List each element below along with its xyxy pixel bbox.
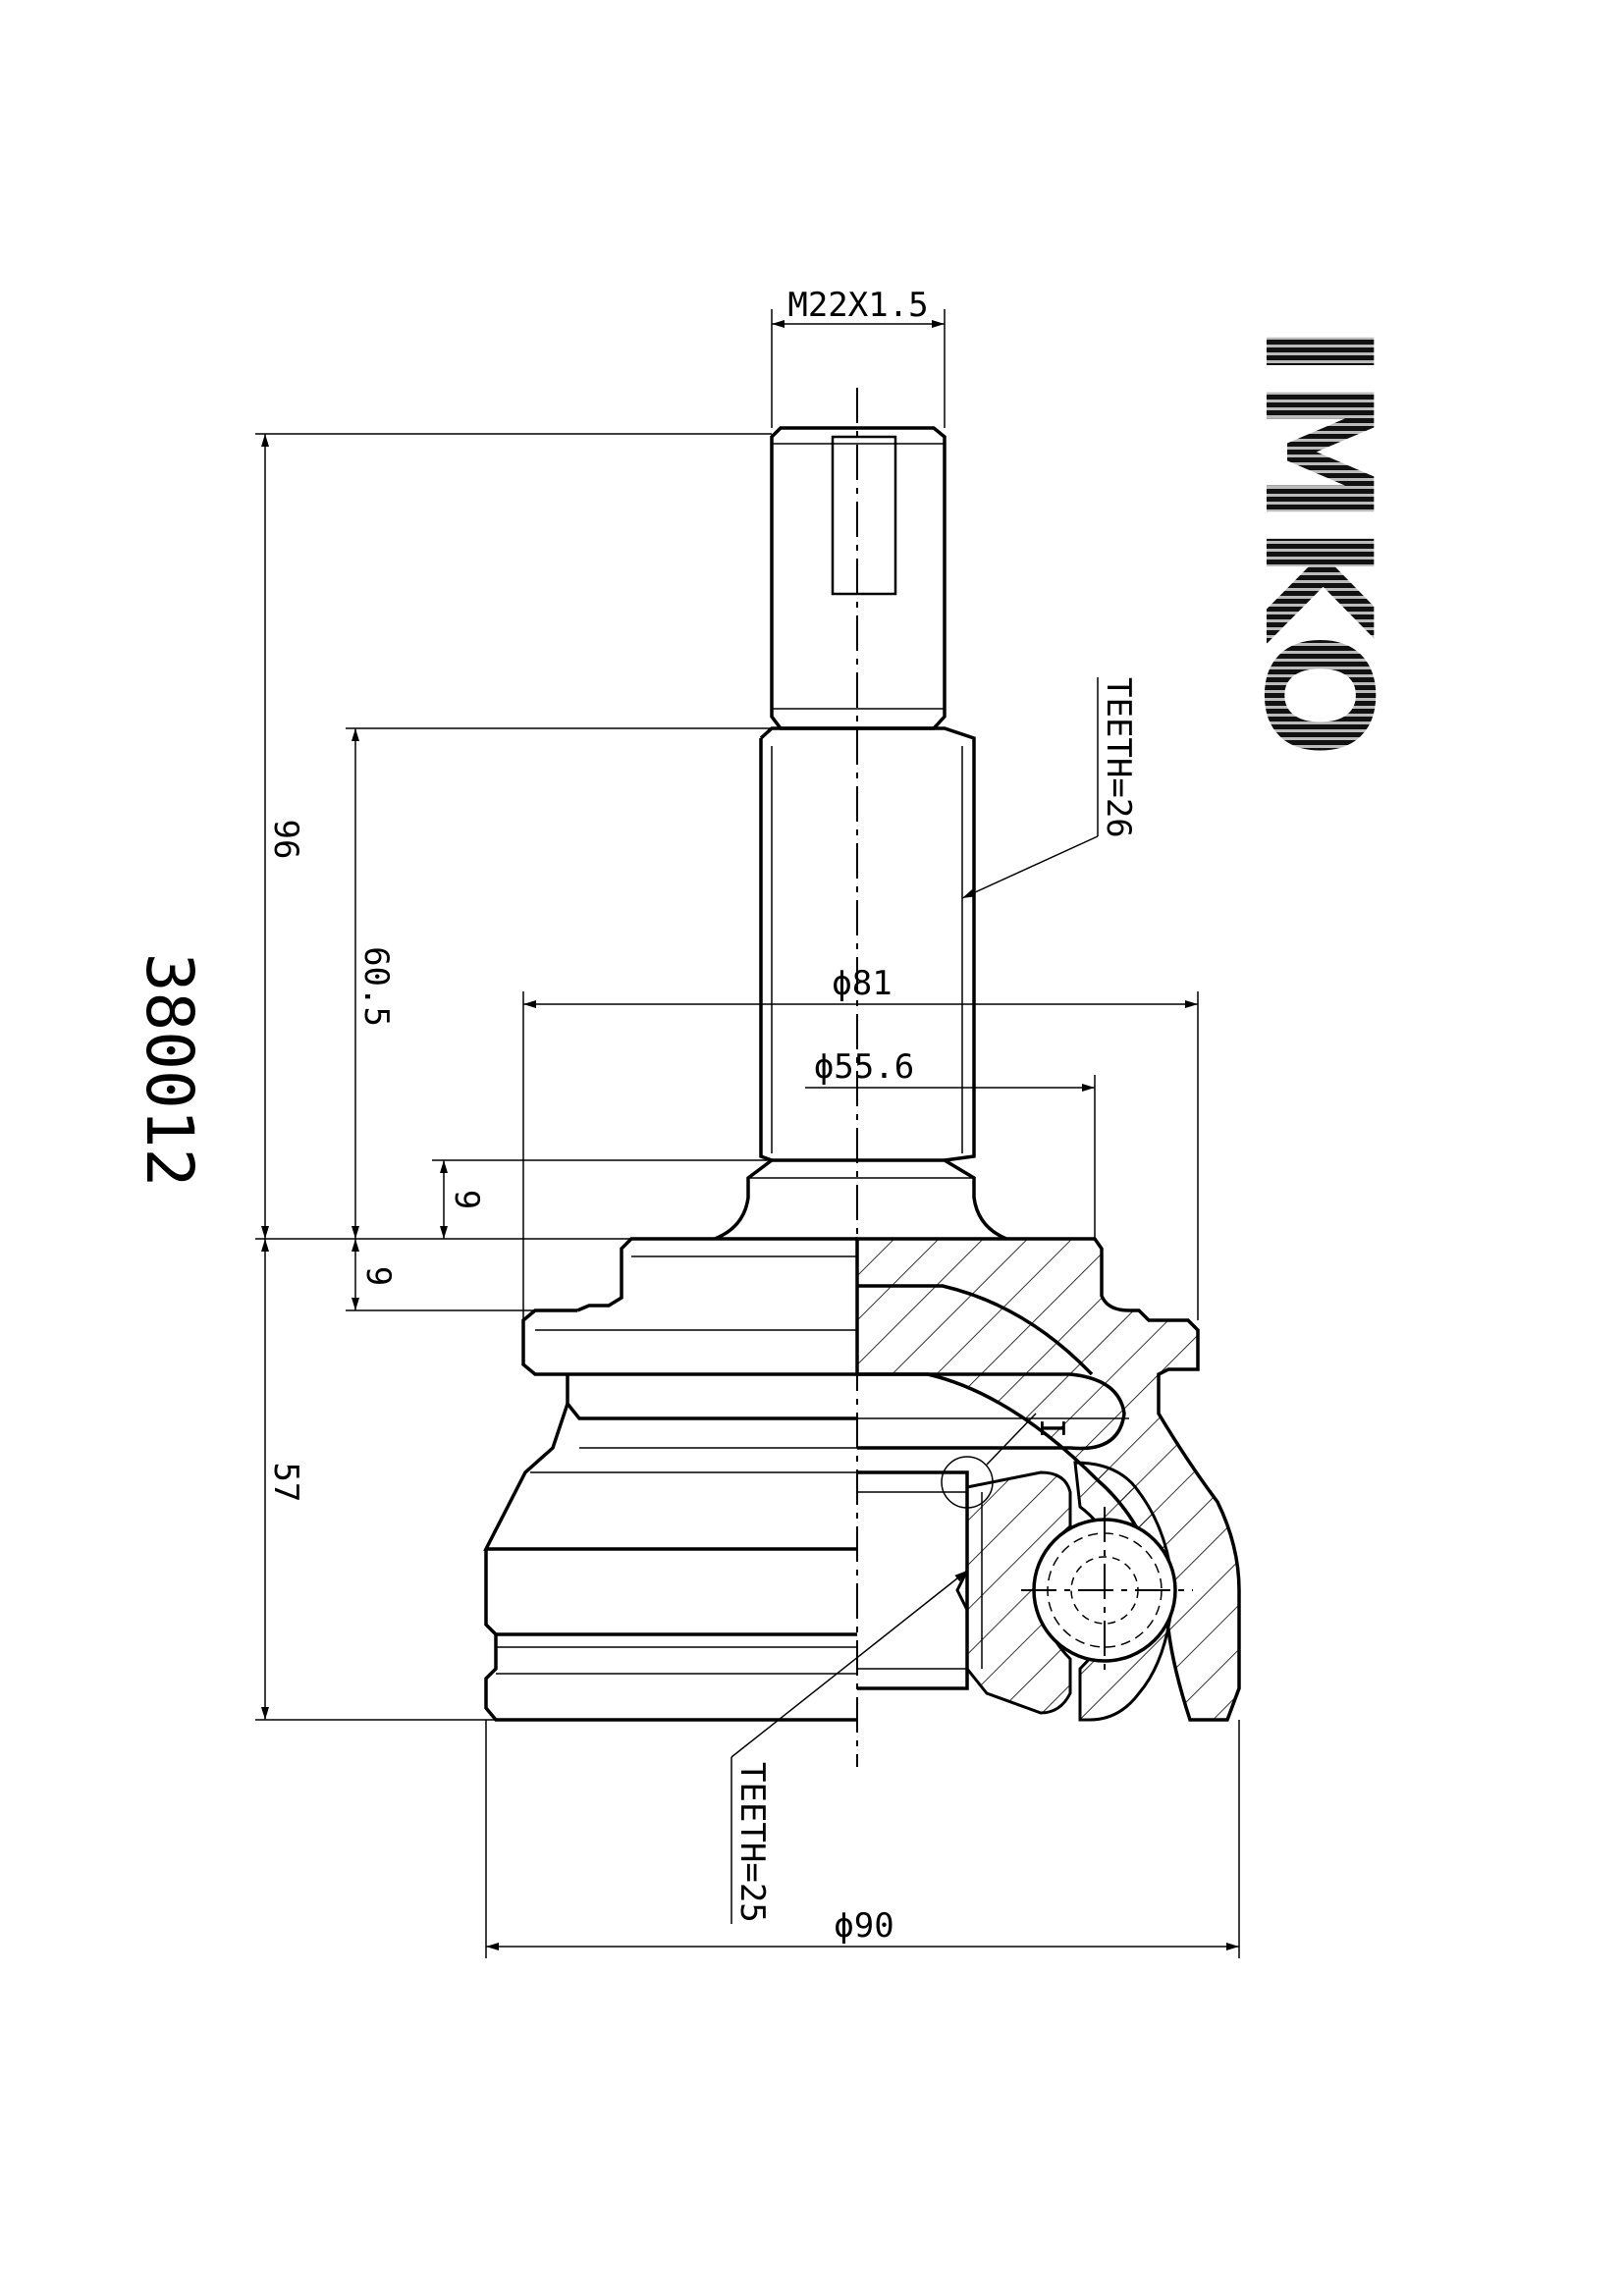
- callout-outer-spline-label: TEETH=26: [1099, 677, 1138, 838]
- detail-mark-label: I: [1032, 1418, 1071, 1438]
- dim-body-length-label: 57: [266, 1463, 305, 1503]
- dim-outer-diameter-label: ϕ90: [834, 1906, 893, 1946]
- dim-outer-diameter: ϕ90: [485, 1720, 1240, 1958]
- steel-ball: [1021, 1507, 1193, 1674]
- splined-shaft: [714, 726, 1007, 1241]
- dim-flange-diameter-label: ϕ81: [832, 964, 892, 1003]
- dim-overall-length-label: 96: [266, 820, 305, 860]
- dim-shaft-length-label: 60.5: [356, 946, 396, 1027]
- dim-thread: M22X1.5: [771, 286, 946, 428]
- dim-thread-label: M22X1.5: [787, 286, 928, 325]
- part-number: 380012: [132, 953, 207, 1187]
- dim-shaft-length: 60.5: [346, 727, 772, 1239]
- brand-logo-text: IMKO: [1231, 324, 1402, 758]
- dim-collar-lower: 9: [346, 1239, 577, 1311]
- brand-logo: IMKO: [1231, 324, 1402, 758]
- dim-collar-upper-label: 9: [447, 1190, 486, 1209]
- callout-outer-spline: TEETH=26: [961, 677, 1138, 899]
- detail-marker: I: [941, 1413, 1071, 1509]
- threaded-stub: [770, 426, 947, 730]
- dim-flange-diameter: ϕ81: [522, 964, 1199, 1320]
- dim-seal-diameter-label: ϕ55.6: [814, 1047, 914, 1087]
- bell-housing-section: [855, 1237, 1241, 1722]
- callout-inner-spline-label: TEETH=25: [732, 1762, 772, 1923]
- callout-inner-spline: TEETH=25: [730, 1570, 968, 1924]
- dim-body-length: 57: [255, 1239, 496, 1721]
- dim-collar-lower-label: 9: [358, 1266, 398, 1286]
- dim-collar-upper: 9: [432, 1159, 772, 1239]
- dim-overall-length: 96: [255, 433, 772, 1240]
- dim-seal-diameter: ϕ55.6: [805, 1047, 1096, 1239]
